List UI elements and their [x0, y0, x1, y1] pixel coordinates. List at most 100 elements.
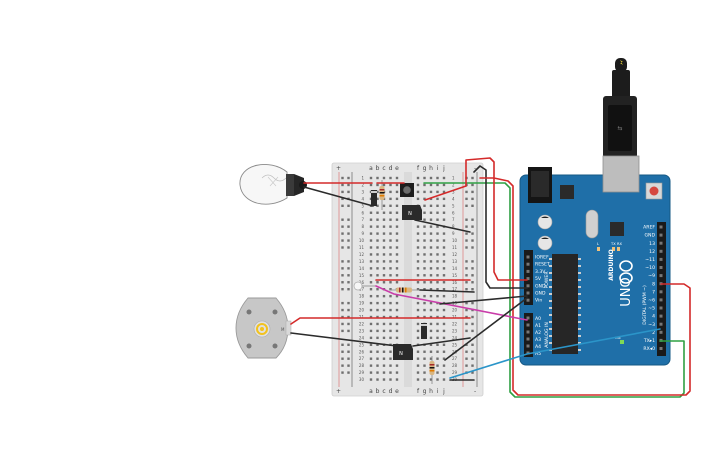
wire-black [473, 165, 528, 289]
row-number: 3 [361, 189, 364, 194]
row-number: 22 [452, 321, 458, 326]
arduino-uno-board[interactable]: ⇆ TX RX L ON UNO [519, 58, 671, 366]
push-button[interactable] [400, 183, 414, 197]
row-number: 5 [452, 203, 455, 208]
digital-pin-label: TX▸1 [643, 338, 655, 344]
analog-pin-label: A5 [535, 351, 541, 357]
row-number: 13 [452, 259, 458, 264]
led[interactable] [353, 281, 376, 291]
on-led-label: ON [615, 336, 621, 340]
diode[interactable] [371, 190, 377, 206]
uno-label: UNO [619, 277, 634, 306]
arduino-logo-text: ARDUINO [608, 249, 615, 280]
row-number: 18 [359, 294, 365, 299]
column-label: i [437, 388, 439, 395]
row-number: 25 [359, 342, 365, 347]
power-pin-label: IOREF [535, 255, 549, 261]
wire-blue [449, 328, 661, 379]
capacitor [537, 214, 553, 230]
row-number: 6 [361, 210, 364, 215]
npn-transistor[interactable]: N [393, 344, 413, 360]
column-label: i [437, 165, 439, 172]
row-number: 7 [361, 217, 364, 222]
row-number: 10 [359, 238, 365, 243]
row-number: 20 [452, 308, 458, 313]
digital-header[interactable] [657, 222, 666, 356]
row-number: 24 [359, 335, 365, 340]
diode[interactable] [421, 323, 427, 339]
wire-black [444, 297, 528, 361]
column-label: c [382, 165, 385, 172]
row-number: 11 [452, 245, 458, 250]
usb-cable[interactable]: ⇆ [603, 58, 637, 158]
row-number: 30 [359, 377, 365, 382]
voltage-regulator [560, 185, 574, 199]
rail-minus-label-top: - [474, 165, 476, 172]
arduino-logo: UNO [619, 277, 634, 306]
row-number: 7 [452, 217, 455, 222]
column-label: h [429, 388, 433, 395]
column-label: a [369, 165, 373, 172]
svg-text:N: N [408, 211, 412, 217]
column-label: j [442, 388, 445, 395]
capacitor [537, 235, 553, 251]
row-number: 14 [452, 266, 458, 271]
l-led-label: L [597, 242, 599, 246]
row-number: 27 [359, 356, 365, 361]
row-number: 4 [452, 196, 455, 201]
row-number: 11 [359, 245, 365, 250]
column-label: d [389, 165, 393, 172]
row-number: 13 [359, 259, 365, 264]
row-number: 20 [359, 308, 365, 313]
npn-transistor[interactable]: N [402, 205, 422, 220]
column-label: f [417, 165, 420, 172]
row-number: 3 [452, 189, 455, 194]
row-number: 27 [452, 356, 458, 361]
analog-pin-label: A0 [535, 316, 541, 322]
row-number: 23 [359, 328, 365, 333]
digital-pin-label: ~9 [648, 273, 655, 279]
column-label: d [389, 388, 393, 395]
power-pin-label: RESET [535, 262, 550, 268]
column-label: c [382, 388, 385, 395]
row-number: 10 [452, 238, 458, 243]
row-number: 12 [359, 252, 365, 257]
digital-pin-label: 4 [652, 314, 655, 320]
wire-red [479, 177, 528, 281]
column-label: b [376, 165, 380, 172]
resistor[interactable] [390, 287, 420, 293]
motor-label: M [281, 327, 285, 332]
infinity-logo-icon [619, 260, 633, 284]
row-number: 26 [359, 349, 365, 354]
rx-label: RX [617, 242, 622, 246]
row-number: 1 [452, 176, 455, 181]
rail-plus-label-bottom: + [336, 388, 341, 395]
row-number: 8 [361, 224, 364, 229]
dc-motor[interactable]: M [235, 297, 292, 359]
analog-header[interactable] [524, 313, 533, 357]
wire-red [290, 317, 471, 325]
column-label: j [442, 165, 445, 172]
resistor[interactable] [379, 180, 385, 210]
column-label: b [376, 388, 380, 395]
column-label: f [417, 388, 420, 395]
power-pin-label: 3.3V [535, 269, 546, 275]
rail-minus-label-bottom: - [474, 388, 476, 395]
digital-section-label: DIGITAL (PWM ~) [642, 285, 648, 325]
row-number: 21 [359, 315, 365, 320]
column-label: e [395, 165, 399, 172]
analog-pin-label: A3 [535, 337, 541, 343]
row-number: 15 [452, 273, 458, 278]
row-number: 17 [452, 287, 458, 292]
power-pin-label: 5V [535, 276, 542, 282]
column-label: g [423, 165, 427, 172]
row-number: 18 [452, 294, 458, 299]
light-bulb[interactable] [239, 164, 307, 205]
analog-pin-label: A4 [535, 344, 541, 350]
row-number: 23 [452, 328, 458, 333]
analog-pin-label: A2 [535, 330, 541, 336]
row-number: 29 [359, 370, 365, 375]
resistor[interactable] [429, 356, 435, 384]
